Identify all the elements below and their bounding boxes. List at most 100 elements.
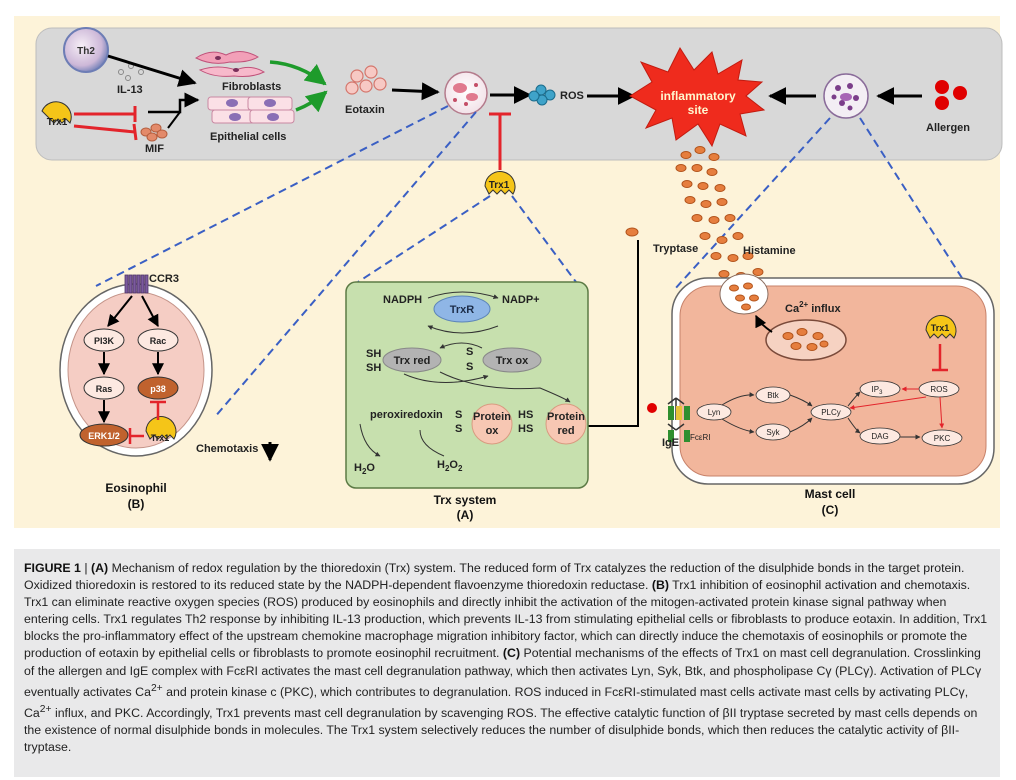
trx1-top-label: Trx1 <box>47 117 68 128</box>
pi3k-node <box>83 328 125 352</box>
s-prx-bottom-label: S <box>455 423 462 435</box>
trx1-top-icon: Trx1 <box>41 101 72 128</box>
ca-influx-label: Ca2+ influx <box>785 300 841 315</box>
lyn-label: Lyn <box>708 408 721 417</box>
plcy-node <box>810 403 852 421</box>
mastcell-trx1-label: Trx1 <box>931 323 950 333</box>
ip3-label: IP3 <box>872 385 884 396</box>
hs-bottom-label: HS <box>518 423 533 435</box>
fibroblasts-label: Fibroblasts <box>222 81 281 93</box>
eotaxin-particles <box>345 65 387 95</box>
caption-superscript-1: 2+ <box>150 682 163 694</box>
eosinophil-inner <box>67 291 205 449</box>
th2-cell: Th2 <box>63 27 109 73</box>
figure: Th2 IL-13 Trx1 MIF Fibroblasts Epithelia… <box>14 16 1003 528</box>
mastcell-trx1-icon: Trx1 <box>925 315 957 339</box>
degranulation-vesicle <box>719 273 769 315</box>
fceri-label: FcεRI <box>690 433 710 442</box>
ip3-node <box>859 380 901 398</box>
panel-c-letter: (C) <box>822 503 839 517</box>
s-prx-top-label: S <box>455 409 462 421</box>
mif-particles <box>140 123 168 142</box>
trxr-ellipse <box>433 295 491 323</box>
sh-bottom-label: SH <box>366 362 381 374</box>
mast-cell-top <box>823 73 869 119</box>
inflammatory-label: inflammatory <box>660 89 736 103</box>
chemotaxis-label: Chemotaxis <box>196 443 258 455</box>
ige-label: IgE <box>662 437 679 449</box>
protein-ox-circle <box>471 403 513 445</box>
inflammatory-site-burst: inflammatory site <box>629 46 766 148</box>
caption-panel-a-text: Mechanism of redox regulation by the thi… <box>24 561 965 593</box>
trx1-inhibit-mif-line <box>73 124 136 134</box>
rac-node <box>137 328 179 352</box>
figure-svg: Th2 IL-13 Trx1 MIF Fibroblasts Epithelia… <box>14 16 1003 528</box>
eotaxin-to-eosinophil-arrow <box>391 82 440 101</box>
th2-label: Th2 <box>77 46 95 57</box>
organelle-granules <box>782 328 829 351</box>
eosinophil-trx1-icon: Trx1 <box>145 416 177 443</box>
th2-to-fibroblast-arrow <box>107 54 197 87</box>
protein-ox-label: Protein <box>473 411 511 423</box>
hs-top-label: HS <box>518 409 533 421</box>
ccr3-receptor <box>124 274 149 294</box>
histamine-label: Histamine <box>743 245 796 257</box>
sh-top-label: SH <box>366 348 381 360</box>
erk-node <box>79 423 129 447</box>
epithelial-label: Epithelial cells <box>210 131 286 143</box>
caption-panel-c-text-2: and protein kinase c (PKC), which contri… <box>24 684 969 720</box>
figure-caption: FIGURE 1 | (A) Mechanism of redox regula… <box>24 560 990 756</box>
allergen-dots <box>935 80 967 110</box>
mif-arrow <box>167 100 181 129</box>
ros-mast-label: ROS <box>930 385 947 394</box>
protein-red-circle <box>545 403 587 445</box>
fceri-receptor <box>667 397 690 442</box>
dashed-connectors <box>95 105 963 419</box>
caption-panel-c-marker: (C) <box>502 646 521 661</box>
prx-water-arrow <box>359 423 381 457</box>
nadph-label: NADPH <box>383 294 422 306</box>
allergen-bound-dot <box>647 403 657 413</box>
caption-block: FIGURE 1 | (A) Mechanism of redox regula… <box>14 549 1000 777</box>
caption-figure-label: FIGURE 1 <box>24 561 81 575</box>
trxr-recycle-arrow <box>427 325 499 334</box>
peroxiredoxin-label: peroxiredoxin <box>370 409 443 421</box>
protein-red-label: Protein <box>547 411 585 423</box>
s-bottom-label: S <box>466 361 473 373</box>
allergen-label: Allergen <box>926 122 970 134</box>
protein-ox-sub-label: ox <box>486 425 500 437</box>
pkc-label: PKC <box>934 434 951 443</box>
caption-panel-c-text-3: influx, and PKC. Accordingly, Trx1 preve… <box>24 705 978 755</box>
ras-label: Ras <box>96 384 113 394</box>
pkc-node <box>921 429 963 447</box>
panel-b-title: Eosinophil <box>105 481 166 495</box>
dag-label: DAG <box>871 432 888 441</box>
nadp-label: NADP+ <box>502 294 540 306</box>
p38-label: p38 <box>150 384 166 394</box>
eotaxin-label: Eotaxin <box>345 104 385 116</box>
ccr3-to-pi3k-arrow <box>107 295 133 327</box>
s-top-label: S <box>466 346 473 358</box>
h2o-label: H2O <box>354 462 375 476</box>
mast-cell-inner <box>679 285 987 477</box>
ras-node <box>83 376 125 400</box>
panel-a-box <box>345 281 589 489</box>
h2o2-arrow <box>419 429 445 457</box>
eosinophil-trx1-label: Trx1 <box>151 433 170 443</box>
panel-a-letter: (A) <box>457 508 474 522</box>
h2o2-label: H2O2 <box>437 459 463 473</box>
ccr3-to-rac-arrow <box>141 295 159 328</box>
trx-cycle-top-arrow <box>439 342 483 349</box>
fibroblasts-image <box>195 51 266 77</box>
trx1-inhibit-mif-bar <box>132 123 138 141</box>
caption-superscript-2: 2+ <box>39 703 52 715</box>
fibroblast-to-eotaxin-arrow <box>269 60 327 86</box>
btk-label: Btk <box>767 391 780 400</box>
granule-organelle <box>765 319 847 361</box>
pi3k-label: PI3K <box>94 336 115 346</box>
epithelial-cells-image <box>207 96 295 124</box>
trx-red-ellipse <box>382 347 442 373</box>
eosinophil-top-cell <box>444 71 488 115</box>
mast-signal-arrows <box>721 391 921 440</box>
lyn-node <box>696 403 732 421</box>
